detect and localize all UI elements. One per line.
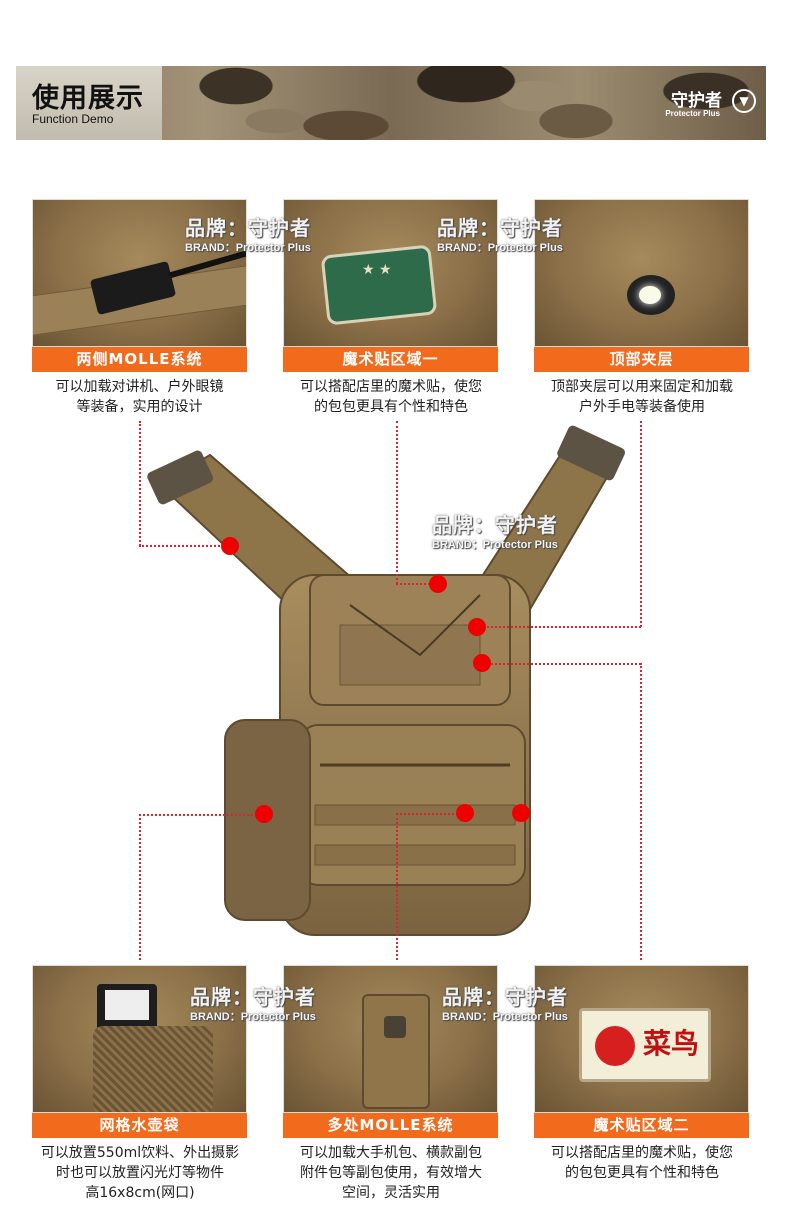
watermark-brand-en: BRAND：Protector Plus (190, 1011, 316, 1023)
hotspot-dot[interactable] (221, 537, 239, 555)
patch-icon (320, 244, 438, 326)
watermark-brand-en: BRAND：Protector Plus (185, 242, 311, 254)
feature-desc-4: 可以放置550ml饮料、外出摄影 时也可以放置闪光灯等物件 高16x8cm(网口… (26, 1143, 254, 1203)
header-subtitle: Function Demo (32, 112, 114, 126)
hotspot-dot[interactable] (429, 575, 447, 593)
callout-line (640, 421, 642, 627)
photo-top-layer (534, 199, 749, 347)
photo-velcro-area-two: 菜鸟 (534, 965, 749, 1113)
callout-line (396, 421, 398, 584)
molle-row (314, 844, 516, 866)
watermark: 品牌：守护者 BRAND：Protector Plus (442, 981, 568, 1024)
watermark-brand-en: BRAND：Protector Plus (432, 539, 558, 551)
flashlight-lens (639, 286, 661, 304)
mesh-pattern (93, 1026, 213, 1112)
bag-illustration (147, 425, 625, 936)
feature-desc-3: 顶部夹层可以用来固定和加载 户外手电等装备使用 (531, 377, 753, 417)
photo-multi-molle (283, 965, 498, 1113)
desc-line: 户外手电等装备使用 (579, 399, 705, 415)
desc-line: 可以放置550ml饮料、外出摄影 (40, 1145, 240, 1161)
watermark-brand: 品牌：守护者 (432, 513, 558, 537)
desc-line: 的包包更具有个性和特色 (565, 1165, 719, 1181)
hotspot-dot[interactable] (255, 805, 273, 823)
feature-label-6: 魔术贴区域二 (534, 1113, 749, 1138)
feature-label-4: 网格水壶袋 (32, 1113, 247, 1138)
flash-lens (105, 990, 149, 1020)
watermark-brand: 品牌：守护者 (190, 985, 316, 1009)
right-buckle (557, 425, 625, 481)
header-brand: 守护者 (671, 91, 722, 111)
callout-line (640, 663, 642, 960)
feature-label-1: 两侧MOLLE系统 (32, 347, 247, 372)
header-title: 使用展示 (32, 83, 144, 114)
hotspot-dot[interactable] (512, 804, 530, 822)
chevron-down-circle-icon[interactable]: ▼ (732, 89, 756, 113)
callout-line (139, 814, 265, 816)
header-brand-sub: Protector Plus (665, 109, 720, 118)
cord (349, 594, 481, 657)
callout-line (482, 663, 641, 665)
desc-line: 可以搭配店里的魔术贴，使您 (551, 1145, 733, 1161)
patch-text: 菜鸟 (643, 1027, 700, 1060)
desc-line: 可以加载对讲机、户外眼镜 (55, 379, 224, 395)
desc-line: 可以加载大手机包、横款副包 (300, 1145, 482, 1161)
watermark-brand: 品牌：守护者 (442, 985, 568, 1009)
desc-line: 附件包等副包使用，有效增大 (300, 1165, 482, 1181)
hotspot-dot[interactable] (468, 618, 486, 636)
desc-line: 高16x8cm(网口) (85, 1185, 195, 1201)
star-icon: ★ ★ (362, 262, 392, 278)
watermark-brand-en: BRAND：Protector Plus (442, 1011, 568, 1023)
callout-line (139, 545, 231, 547)
phone-pouch (362, 994, 430, 1109)
desc-line: 可以搭配店里的魔术贴，使您 (300, 379, 482, 395)
velcro-panel (339, 624, 481, 686)
feature-label-2: 魔术贴区域一 (283, 347, 498, 372)
angry-bird-icon (595, 1026, 635, 1066)
callout-line (396, 583, 438, 585)
watermark: 品牌：守护者 BRAND：Protector Plus (190, 981, 316, 1024)
header-title-box: 使用展示 Function Demo (16, 66, 162, 140)
callout-line (139, 814, 141, 960)
photo-velcro-area-one: ★ ★ (283, 199, 498, 347)
feature-desc-1: 可以加载对讲机、户外眼镜 等装备，实用的设计 (32, 377, 247, 417)
hotspot-dot[interactable] (473, 654, 491, 672)
photo-side-molle (32, 199, 247, 347)
buckle-icon (384, 1016, 406, 1038)
callout-line (396, 813, 398, 960)
molle-row (314, 804, 516, 826)
feature-label-3: 顶部夹层 (534, 347, 749, 372)
callout-line (396, 813, 466, 815)
watermark: 品牌：守护者 BRAND：Protector Plus (437, 212, 563, 255)
feature-desc-6: 可以搭配店里的魔术贴，使您 的包包更具有个性和特色 (531, 1143, 753, 1183)
desc-line: 的包包更具有个性和特色 (314, 399, 468, 415)
feature-desc-5: 可以加载大手机包、横款副包 附件包等副包使用，有效增大 空间，灵活实用 (280, 1143, 502, 1203)
desc-line: 顶部夹层可以用来固定和加载 (551, 379, 733, 395)
hotspot-dot[interactable] (456, 804, 474, 822)
section-header: 使用展示 Function Demo 守护者 Protector Plus ▼ (16, 66, 766, 140)
callout-line (478, 626, 641, 628)
left-buckle (147, 450, 214, 505)
photo-mesh-pocket (32, 965, 247, 1113)
desc-line: 等装备，实用的设计 (76, 399, 203, 415)
watermark: 品牌：守护者 BRAND：Protector Plus (185, 212, 311, 255)
watermark: 品牌：守护者 BRAND：Protector Plus (432, 509, 558, 552)
desc-line: 时也可以放置闪光灯等物件 (56, 1165, 224, 1181)
watermark-brand: 品牌：守护者 (185, 216, 311, 240)
desc-line: 空间，灵活实用 (342, 1185, 440, 1201)
patch-panel (579, 1008, 711, 1082)
watermark-brand-en: BRAND：Protector Plus (437, 242, 563, 254)
feature-label-5: 多处MOLLE系统 (283, 1113, 498, 1138)
callout-line (139, 421, 141, 546)
watermark-brand: 品牌：守护者 (437, 216, 563, 240)
feature-desc-2: 可以搭配店里的魔术贴，使您 的包包更具有个性和特色 (280, 377, 502, 417)
